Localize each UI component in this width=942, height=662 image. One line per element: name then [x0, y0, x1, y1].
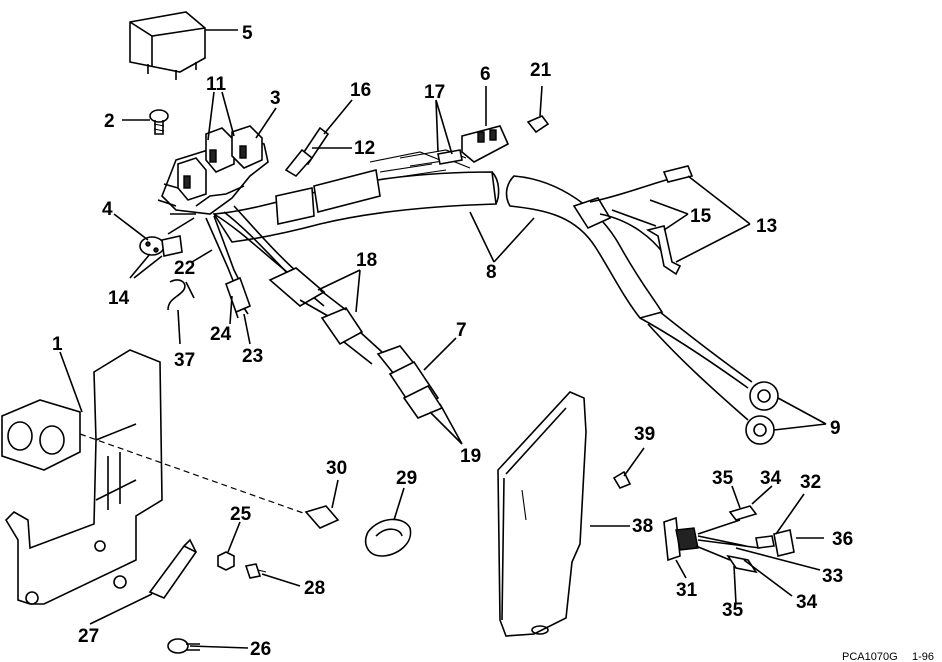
harness-branch-to-connector-7 [268, 267, 383, 365]
wire-connectors-parts-12-16 [284, 126, 330, 178]
callout-9: 9 [830, 418, 841, 439]
harness-bundle-left [212, 151, 500, 243]
wire-clip-part-37 [167, 279, 195, 311]
callout-34-bottom: 34 [796, 592, 818, 613]
callout-3: 3 [270, 88, 281, 109]
callout-28: 28 [304, 578, 325, 599]
callout-4: 4 [102, 199, 113, 220]
callout-32: 32 [800, 472, 821, 493]
callout-24: 24 [210, 324, 232, 345]
callout-31: 31 [676, 580, 698, 601]
screw-part-28 [244, 563, 267, 579]
callout-11: 11 [206, 74, 227, 95]
callout-29: 29 [396, 468, 417, 489]
callout-7: 7 [456, 320, 467, 341]
nut-part-25 [217, 551, 235, 571]
callout-37: 37 [174, 350, 195, 371]
callout-5: 5 [242, 23, 253, 44]
sleeve-connectors-parts-23-24 [224, 276, 252, 319]
callout-21: 21 [530, 60, 552, 81]
callout-30: 30 [326, 458, 347, 479]
callout-1: 1 [52, 334, 63, 355]
callout-12: 12 [354, 138, 375, 159]
callout-25: 25 [230, 504, 252, 525]
clamp-part-27 [148, 538, 198, 599]
callout-23: 23 [242, 346, 263, 367]
terminal-block-parts-3-11 [157, 125, 269, 215]
screw-part-39 [612, 470, 632, 489]
figure-date: 1-96 [912, 651, 934, 662]
callout-27: 27 [78, 626, 99, 647]
callout-26: 26 [250, 639, 271, 660]
callout-33: 33 [822, 566, 843, 587]
callout-16: 16 [350, 80, 371, 101]
leader-lines [59, 29, 827, 649]
screw-part-2 [149, 109, 169, 135]
screw-part-26 [167, 638, 200, 654]
bracket-part-1 [1, 349, 163, 605]
callout-35-top: 35 [712, 468, 734, 489]
figure-code: PCA1070G [842, 651, 898, 662]
callout-34-top: 34 [760, 468, 782, 489]
wire-leads-part-17 [399, 149, 471, 169]
cap-part-29 [364, 518, 412, 557]
callout-35-bottom: 35 [722, 600, 744, 621]
connector-part-7 [376, 345, 444, 419]
plug-part-4 [139, 235, 183, 257]
cover-plate-part-38 [497, 391, 587, 637]
callout-18: 18 [356, 250, 377, 271]
callout-15: 15 [690, 206, 712, 227]
callout-22: 22 [174, 258, 195, 279]
harness-bundle-right [505, 175, 681, 319]
connector-part-31 [663, 505, 795, 574]
callout-8: 8 [486, 262, 497, 283]
callout-19: 19 [460, 446, 481, 467]
plug-part-21 [526, 115, 550, 134]
callout-2: 2 [104, 111, 115, 132]
callout-14: 14 [108, 288, 130, 309]
callout-17: 17 [424, 82, 445, 103]
relay-part-5 [129, 11, 206, 80]
terminals-parts-13-15 [645, 165, 694, 276]
callout-6: 6 [480, 64, 491, 85]
callout-38: 38 [632, 516, 653, 537]
fuse-part-30 [304, 505, 340, 529]
callout-13: 13 [756, 216, 777, 237]
callout-36: 36 [832, 529, 853, 550]
ring-terminals-part-9 [639, 311, 779, 445]
connector-plug-part-6 [461, 125, 510, 163]
callout-39: 39 [634, 424, 655, 445]
